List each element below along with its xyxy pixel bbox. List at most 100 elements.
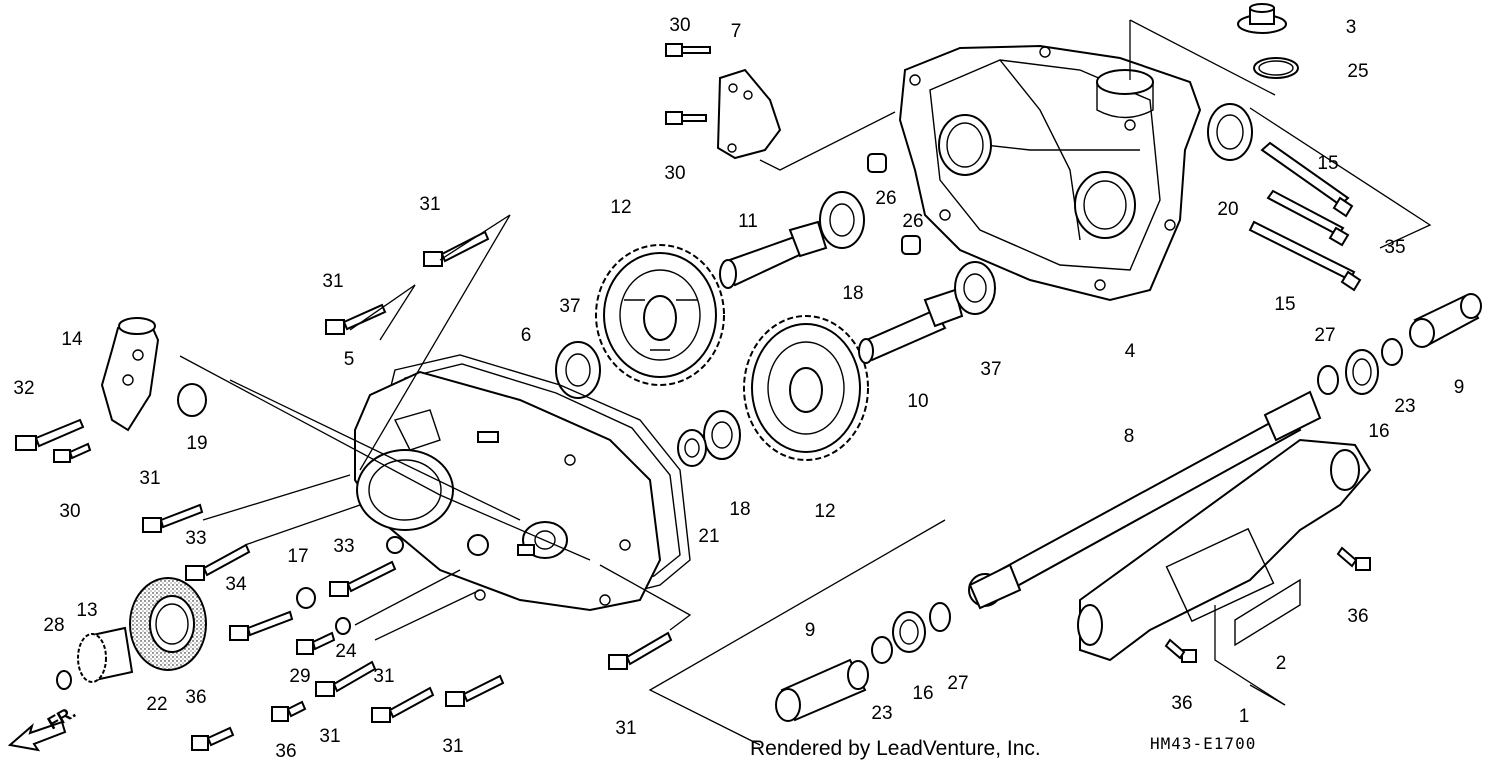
bushing-26b xyxy=(901,235,921,255)
clip-27-right xyxy=(1317,365,1339,395)
callout-26: 26 xyxy=(902,211,923,232)
bolt-30-mid xyxy=(665,111,707,125)
transmission-case-right xyxy=(898,44,1202,302)
callout-30: 30 xyxy=(59,501,80,522)
callout-10: 10 xyxy=(907,391,928,412)
callout-33: 33 xyxy=(333,536,354,557)
bolt-31-d xyxy=(315,660,377,697)
bolt-32 xyxy=(15,418,85,451)
bearing-18-top xyxy=(819,191,865,249)
callout-12: 12 xyxy=(814,501,835,522)
long-bolts xyxy=(1248,141,1362,292)
bracket-7 xyxy=(716,68,782,160)
bolt-36-a xyxy=(271,700,307,722)
callout-14: 14 xyxy=(61,329,83,350)
bearing-37-left xyxy=(555,341,601,399)
bearing-37-right xyxy=(954,261,996,315)
callout-27: 27 xyxy=(1314,325,1335,346)
callout-33: 33 xyxy=(185,528,206,549)
callout-31: 31 xyxy=(139,468,160,489)
seal-16-right xyxy=(1345,349,1379,395)
callout-21: 21 xyxy=(698,526,719,547)
bolt-33-b xyxy=(329,560,397,597)
callout-36: 36 xyxy=(1171,693,1192,714)
bolt-30-top xyxy=(665,43,711,57)
bolt-29 xyxy=(296,631,336,655)
bolt-31-f xyxy=(445,674,505,707)
callout-23: 23 xyxy=(871,703,892,724)
callout-22: 22 xyxy=(146,694,167,715)
callout-27: 27 xyxy=(947,673,968,694)
gear-shaft-11 xyxy=(719,220,828,289)
callout-30: 30 xyxy=(669,15,690,36)
callout-23: 23 xyxy=(1394,396,1415,417)
leader-lines xyxy=(179,19,1432,746)
o-ring xyxy=(1253,57,1299,79)
gear-12-lower xyxy=(743,315,869,461)
bolt-34 xyxy=(229,610,294,641)
callout-11: 11 xyxy=(738,211,758,232)
callout-6: 6 xyxy=(521,325,532,346)
callout-31: 31 xyxy=(373,666,394,687)
callout-19: 19 xyxy=(186,433,207,454)
callout-36: 36 xyxy=(1347,606,1368,627)
bolt-31-c xyxy=(142,503,204,533)
clip-28 xyxy=(56,670,72,690)
sleeve-9-right xyxy=(1409,293,1482,348)
callout-30: 30 xyxy=(664,163,685,184)
callout-34: 34 xyxy=(225,574,247,595)
seal-16-left xyxy=(892,611,926,653)
callout-5: 5 xyxy=(344,349,355,370)
callout-26: 26 xyxy=(875,188,896,209)
callout-36: 36 xyxy=(185,687,206,708)
callout-9: 9 xyxy=(805,620,816,641)
callout-13: 13 xyxy=(76,600,97,621)
callout-4: 4 xyxy=(1125,341,1136,362)
clip-27-left xyxy=(929,602,951,632)
callout-16: 16 xyxy=(1368,421,1389,442)
bolt-31-a xyxy=(423,230,490,267)
washer-21 xyxy=(677,429,707,467)
callout-24: 24 xyxy=(335,641,357,662)
callout-9: 9 xyxy=(1454,377,1465,398)
callout-8: 8 xyxy=(1124,426,1135,447)
callout-31: 31 xyxy=(319,726,340,747)
callout-25: 25 xyxy=(1347,61,1368,82)
callout-31: 31 xyxy=(615,718,636,739)
bolt-31-e xyxy=(371,686,435,723)
bolt-36-c xyxy=(1336,546,1371,571)
callout-35: 35 xyxy=(1384,237,1405,258)
oil-seal-22 xyxy=(129,577,207,671)
callout-15: 15 xyxy=(1317,153,1338,174)
shaft-10 xyxy=(858,288,964,364)
callout-31: 31 xyxy=(442,736,463,757)
callout-12: 12 xyxy=(610,197,631,218)
washer-17 xyxy=(296,587,316,609)
oil-seal-20 xyxy=(1207,103,1253,161)
transmission-cover-left xyxy=(354,370,662,612)
washer-23-right xyxy=(1381,338,1403,366)
callout-31: 31 xyxy=(322,271,343,292)
callout-16: 16 xyxy=(912,683,933,704)
bolt-31-g xyxy=(608,631,673,670)
axle-shaft-8 xyxy=(968,390,1322,610)
drain-plug xyxy=(1237,3,1287,34)
callout-37: 37 xyxy=(980,359,1001,380)
callout-18: 18 xyxy=(729,499,750,520)
callout-37: 37 xyxy=(559,296,580,317)
callout-31: 31 xyxy=(419,194,440,215)
callout-7: 7 xyxy=(731,21,742,42)
callout-1: 1 xyxy=(1239,706,1250,727)
callout-28: 28 xyxy=(43,615,64,636)
callout-17: 17 xyxy=(287,546,308,567)
cap-19 xyxy=(177,383,207,417)
bushing-26a xyxy=(867,153,887,173)
sleeve-9-left xyxy=(775,658,869,722)
bolt-33-a xyxy=(185,543,251,581)
washer-23-left xyxy=(871,636,893,664)
callout-32: 32 xyxy=(13,378,34,399)
label-plate-2 xyxy=(1234,578,1301,647)
pinion-13 xyxy=(77,626,134,683)
callout-3: 3 xyxy=(1346,17,1357,38)
